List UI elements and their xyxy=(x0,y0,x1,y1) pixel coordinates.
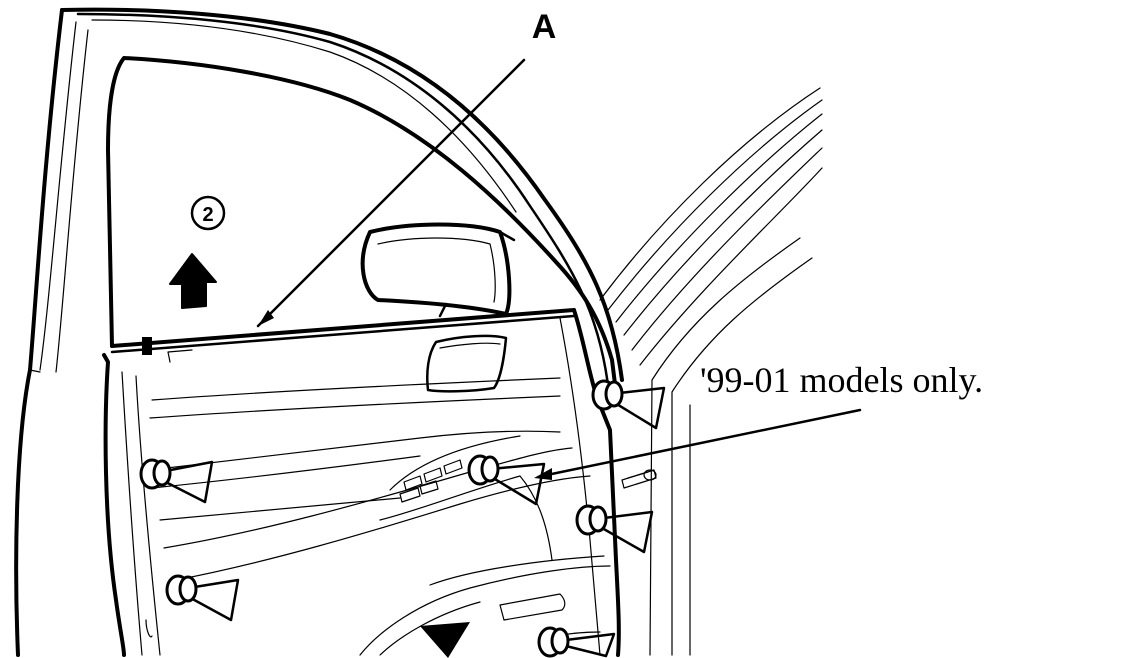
door-pocket xyxy=(145,555,611,656)
door-frame xyxy=(14,7,624,657)
clip-fastener-2 xyxy=(165,574,240,622)
leader-line-note xyxy=(534,408,862,480)
door-jamb xyxy=(599,87,823,656)
model-note-label: '99-01 models only. xyxy=(700,360,983,400)
molding-clip xyxy=(142,337,152,355)
door-handle xyxy=(426,334,508,393)
clip-fastener-1 xyxy=(139,458,214,504)
leader-arrowhead-a xyxy=(258,310,274,326)
leader-arrowhead-note xyxy=(534,468,552,480)
step-number-label: 2 xyxy=(202,204,213,226)
armrest xyxy=(149,430,591,581)
clip-fastener-4 xyxy=(467,454,546,506)
leader-line-a xyxy=(256,58,526,328)
down-arrow-icon xyxy=(420,622,470,658)
side-mirror xyxy=(360,222,516,318)
part-a-label: A xyxy=(532,8,557,46)
clip-fastener-5 xyxy=(575,504,654,554)
up-arrow-icon xyxy=(169,253,217,309)
window-glass xyxy=(106,56,618,394)
step-number-circle: 2 xyxy=(190,195,226,231)
clip-fastener-3 xyxy=(591,379,666,430)
door-trim-panel xyxy=(102,308,621,657)
belt-molding xyxy=(110,308,576,355)
jamb-bolt xyxy=(627,469,657,481)
clip-fastener-6 xyxy=(537,626,616,658)
